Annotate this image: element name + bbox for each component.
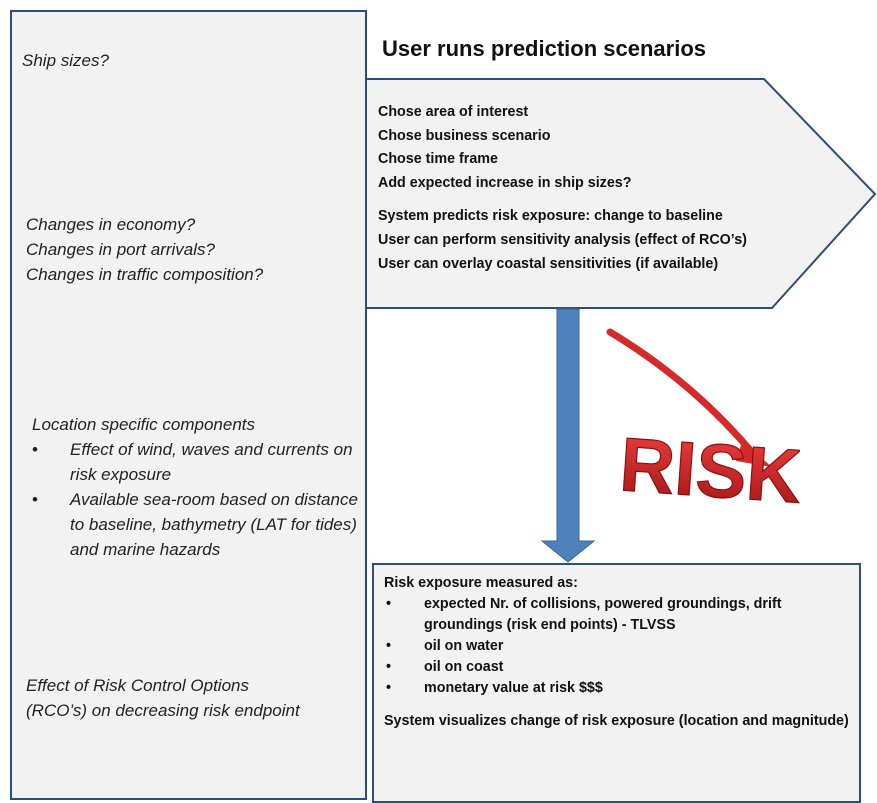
bullet-icon: • xyxy=(386,596,392,612)
declining-arrow-icon xyxy=(606,328,754,454)
scenario-output: User can overlay coastal sensitivities (… xyxy=(378,255,719,272)
risk-measure-item: • monetary value at risk $$$ xyxy=(384,678,849,699)
scenario-step: Chose area of interest xyxy=(378,104,529,120)
economy-line: Changes in economy? xyxy=(26,215,196,234)
location-bullet-text: Effect of wind, waves and currents on ri… xyxy=(70,440,353,484)
bullet-icon: • xyxy=(32,440,38,459)
port-arrivals-line: Changes in port arrivals? xyxy=(26,240,215,259)
left-panel xyxy=(10,10,367,800)
ship-sizes-text: Ship sizes? xyxy=(22,51,109,70)
scenario-step: Chose time frame xyxy=(378,151,498,168)
risk-measure-text: monetary value at risk $$$ xyxy=(424,680,603,696)
risk-measure-text: expected Nr. of collisions, powered grou… xyxy=(424,596,782,633)
risk-measure-text: oil on water xyxy=(424,638,504,654)
rco-text: Effect of Risk Control Options (RCO’s) o… xyxy=(26,673,300,723)
down-arrow-icon xyxy=(540,308,596,563)
risk-measure-item: • oil on coast xyxy=(384,657,849,678)
visualize-text: System visualizes change of risk exposur… xyxy=(384,713,849,729)
rco-line: Effect of Risk Control Options xyxy=(26,676,249,695)
scenario-step: Add expected increase in ship sizes? xyxy=(378,174,632,191)
bullet-icon: • xyxy=(386,638,392,654)
location-bullet-text: Available sea-room based on distance to … xyxy=(70,490,358,559)
risk-exposure-header: Risk exposure measured as: xyxy=(384,575,578,591)
rco-line: (RCO’s) on decreasing risk endpoint xyxy=(26,701,300,720)
risk-exposure-box: Risk exposure measured as: • expected Nr.… xyxy=(372,563,861,803)
risk-measure-item: • oil on water xyxy=(384,636,849,657)
location-bullet-list: • Effect of wind, waves and currents on r… xyxy=(32,437,360,562)
location-components: Location specific components • Effect of … xyxy=(32,412,360,562)
risk-graphic: RISK xyxy=(606,328,800,520)
bullet-icon: • xyxy=(386,659,392,675)
risk-measure-item: • expected Nr. of collisions, powered gro… xyxy=(384,594,849,636)
bullet-icon: • xyxy=(32,490,38,509)
risk-measure-text: oil on coast xyxy=(424,659,504,675)
risk-letters: RISK xyxy=(617,422,800,519)
economy-questions: Changes in economy? Changes in port arri… xyxy=(26,212,263,287)
scenario-output: User can perform sensitivity analysis (e… xyxy=(378,231,747,248)
location-bullet: • Effect of wind, waves and currents on r… xyxy=(32,437,360,487)
scenario-output: System predicts risk exposure: change to… xyxy=(378,208,723,225)
risk-measure-list: • expected Nr. of collisions, powered gro… xyxy=(384,594,849,699)
location-title: Location specific components xyxy=(32,415,256,434)
traffic-composition-line: Changes in traffic composition? xyxy=(26,265,264,284)
scenario-pentagon-shape xyxy=(365,78,877,309)
arrowhead-icon xyxy=(736,442,772,467)
location-bullet: • Available sea-room based on distance to… xyxy=(32,487,360,562)
bullet-icon: • xyxy=(386,680,392,696)
scenario-step: Chose business scenario xyxy=(378,127,551,144)
scenario-heading: User runs prediction scenarios xyxy=(382,36,706,61)
scenario-content: Chose area of interest Chose business sc… xyxy=(378,101,747,276)
